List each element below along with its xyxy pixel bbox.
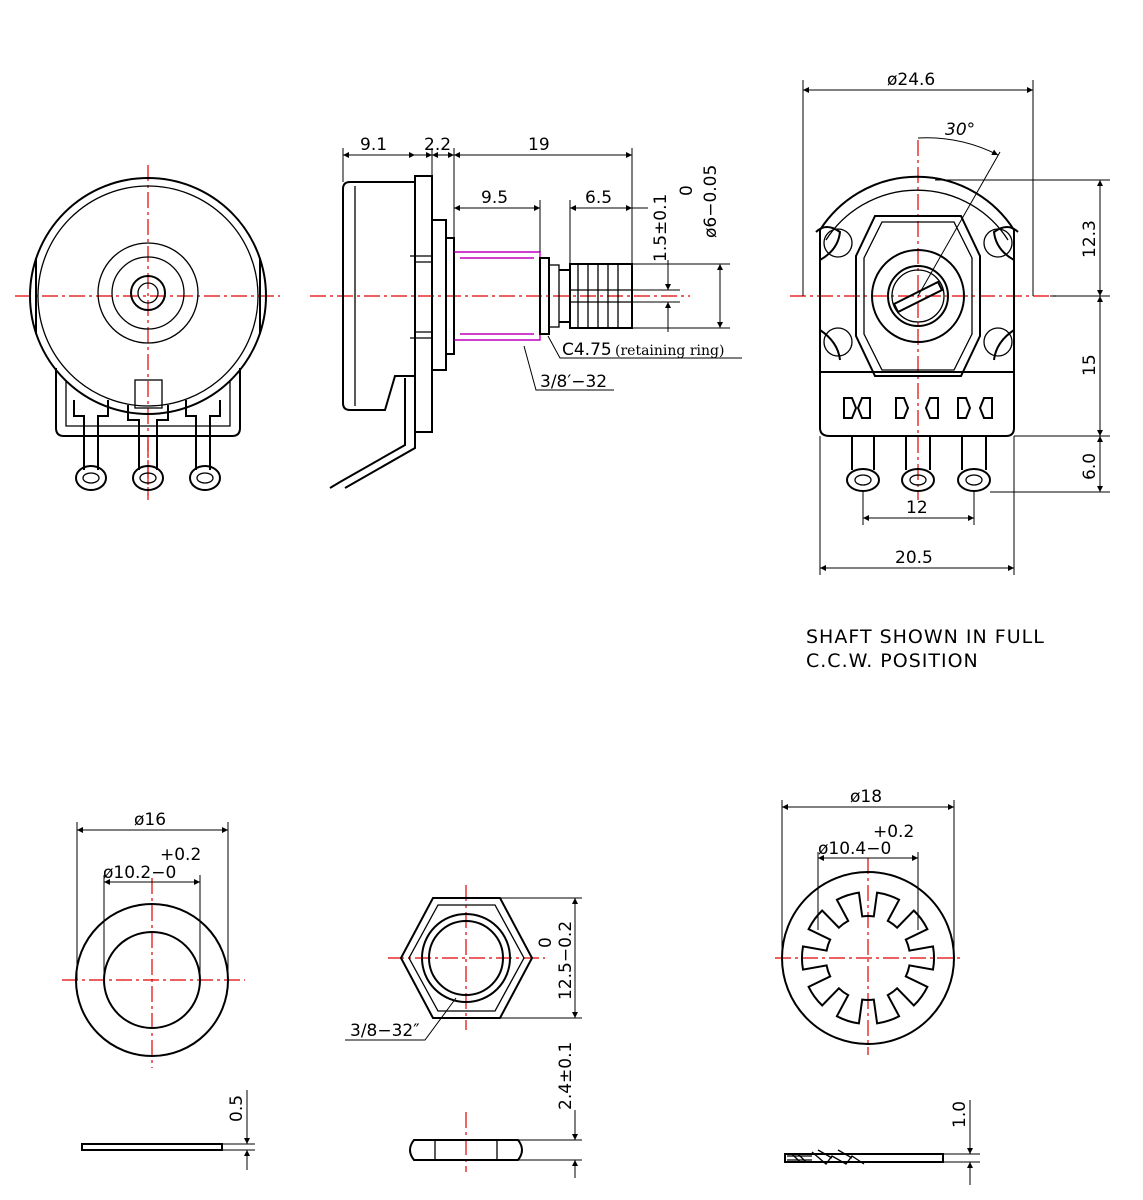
- dim-body-diameter: ø24.6: [887, 70, 935, 90]
- dim-nut-tol-upper: 0: [536, 937, 556, 948]
- dim-lower-height: 15: [1080, 354, 1100, 376]
- rear-view: [15, 165, 280, 500]
- note-line-2: C.C.W. POSITION: [806, 650, 979, 672]
- callout-ring-text: (retaining ring): [615, 343, 724, 359]
- callout-bushing-thread: 3/8′−32: [540, 372, 607, 392]
- dim-lockwasher-thickness: 1.0: [950, 1101, 970, 1128]
- dim-upper-height: 12.3: [1080, 220, 1100, 258]
- dim-washer-thickness: 0.5: [227, 1095, 247, 1122]
- note-line-1: SHAFT SHOWN IN FULL: [806, 626, 1045, 648]
- flat-washer: ø16 +0.2 ø10.2−0 0.5: [62, 810, 255, 1170]
- dim-shaft-diameter: ø6−0.05: [701, 165, 721, 238]
- lock-washer: ø18 +0.2 ø10.4−0 1.0: [775, 787, 980, 1185]
- dim-washer-tol-upper: +0.2: [160, 845, 201, 865]
- dim-washer-inner: ø10.2−0: [103, 863, 176, 883]
- callout-nut-thread: 3/8−32″: [350, 1021, 420, 1041]
- dim-rotation-angle: 30°: [945, 120, 975, 140]
- dim-terminal-pitch: 12: [906, 498, 928, 518]
- dim-overall-length: 19: [528, 135, 550, 155]
- dim-lockwasher-tol-upper: +0.2: [873, 822, 914, 842]
- dim-plate-thickness: 2.2: [424, 135, 451, 155]
- dim-nut-across-flats: 12.5−0.2: [556, 921, 576, 1000]
- dim-washer-outer: ø16: [134, 810, 166, 830]
- dim-knurl-length: 6.5: [585, 188, 612, 208]
- dim-thread-length: 9.5: [481, 188, 508, 208]
- hex-nut: 0 12.5−0.2 3/8−32″ 2.4±0.1: [345, 885, 582, 1178]
- dim-terminal-height: 6.0: [1080, 453, 1100, 480]
- dim-lockwasher-inner: ø10.4−0: [818, 839, 891, 859]
- dim-lockwasher-outer: ø18: [850, 787, 882, 807]
- dim-nut-thickness: 2.4±0.1: [556, 1042, 576, 1110]
- callout-ring-code: C4.75: [562, 340, 612, 360]
- dim-body-width: 20.5: [895, 548, 933, 568]
- lock-washer-teeth: [800, 891, 936, 1025]
- front-view: ø24.6 30° 12.3 15 6.0 12 20.5 SHAFT SHOW…: [790, 70, 1110, 672]
- dim-shaft-tol-upper: 0: [677, 185, 697, 196]
- dim-slot-width: 1.5±0.1: [651, 194, 671, 262]
- side-view: 9.1 2.2 19 9.5 6.5 1.5±0.1 0 ø6−0.05 C4.…: [310, 135, 742, 489]
- dim-body-length: 9.1: [360, 135, 387, 155]
